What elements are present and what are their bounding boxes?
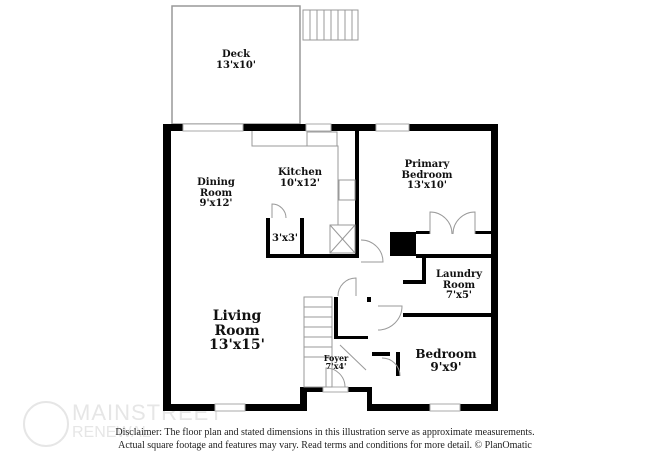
watermark-logo: MAINSTREET RENEWAL [20,398,223,463]
deck-stairs [302,9,359,41]
disclaimer-line-2: Actual square footage and features may v… [118,440,532,451]
room-closet: 3'x3' [271,233,299,244]
watermark-icon [23,401,69,447]
windows [182,123,461,412]
kitchen-counters [251,131,356,254]
disclaimer-line-1: Disclaimer: The floor plan and stated di… [115,427,535,438]
interior-stairs [303,296,367,388]
doors [271,203,476,388]
